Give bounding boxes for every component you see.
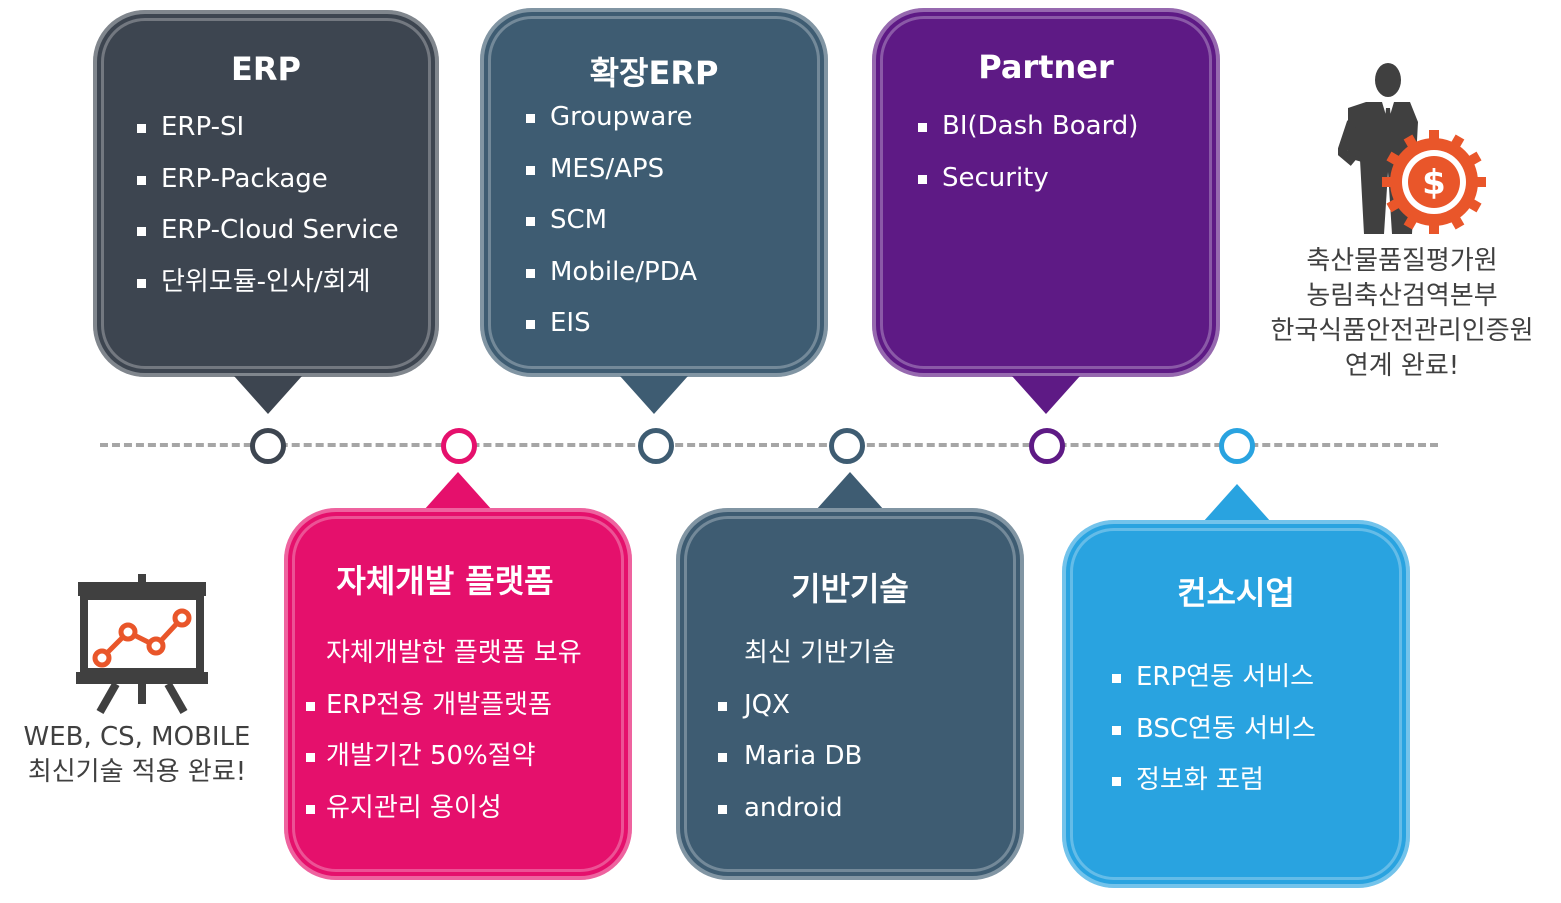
card-platform-title: 자체개발 플랫폼 [336, 562, 554, 600]
timeline-node-partner [1029, 428, 1065, 464]
card-platform-pointer [424, 472, 492, 510]
right-caption-line: 축산물품질평가원 [1306, 246, 1498, 276]
right-caption-line: 한국식품안전관리인증원 [1270, 316, 1534, 346]
timeline-node-erp [250, 428, 286, 464]
card-platform: 자체개발 플랫폼 자체개발한 플랫폼 보유 ERP전용 개발플랫폼 개발기간 5… [284, 508, 632, 880]
timeline-node-consulting [1219, 428, 1255, 464]
card-ext-erp-list: Groupware MES/APS SCM Mobile/PDA EIS [524, 92, 697, 350]
card-erp-list: ERP-SI ERP-Package ERP-Cloud Service 단위모… [135, 102, 399, 308]
timeline-line [100, 443, 1438, 447]
list-item: JQX [716, 680, 896, 732]
list-item: 유지관리 용이성 [304, 783, 582, 835]
svg-text:$: $ [1422, 163, 1446, 203]
card-partner-list: BI(Dash Board) Security [916, 101, 1138, 204]
right-caption-line: 연계 완료! [1344, 351, 1460, 381]
card-base-tech-pointer [816, 472, 884, 510]
left-caption-line: 최신기술 적용 완료! [27, 757, 247, 787]
card-consulting-pointer [1203, 484, 1271, 522]
left-caption: WEB, CS, MOBILE 최신기술 적용 완료! [12, 720, 262, 790]
list-item: android [716, 783, 896, 835]
list-item: SCM [524, 195, 697, 247]
card-consulting: 컨소시업 ERP연동 서비스 BSC연동 서비스 정보화 포럼 [1062, 520, 1410, 888]
card-partner-pointer [1012, 376, 1080, 414]
card-erp: ERP ERP-SI ERP-Package ERP-Cloud Service… [93, 10, 439, 377]
list-item: Security [916, 153, 1138, 205]
list-item: ERP-Cloud Service [135, 205, 399, 257]
card-ext-erp: 확장ERP Groupware MES/APS SCM Mobile/PDA E… [480, 8, 828, 377]
card-platform-intro: 자체개발한 플랫폼 보유 [326, 638, 582, 668]
list-item: BSC연동 서비스 [1110, 704, 1316, 756]
list-item: ERP전용 개발플랫폼 [304, 680, 582, 732]
list-item: Mobile/PDA [524, 247, 697, 299]
list-item: MES/APS [524, 144, 697, 196]
left-caption-line: WEB, CS, MOBILE [23, 722, 251, 752]
list-item: ERP-Package [135, 154, 399, 206]
right-caption-line: 농림축산검역본부 [1306, 281, 1498, 311]
card-ext-erp-pointer [620, 376, 688, 414]
card-consulting-title: 컨소시업 [1177, 574, 1295, 612]
card-base-tech-title: 기반기술 [791, 570, 909, 608]
list-item: ERP-SI [135, 102, 399, 154]
businessman-dollar-icon: $ [1338, 63, 1486, 234]
card-consulting-list: ERP연동 서비스 BSC연동 서비스 정보화 포럼 [1110, 652, 1316, 807]
right-caption: 축산물품질평가원 농림축산검역본부 한국식품안전관리인증원 연계 완료! [1252, 244, 1552, 384]
list-item: BI(Dash Board) [916, 101, 1138, 153]
card-ext-erp-title: 확장ERP [589, 54, 719, 92]
list-item: Groupware [524, 92, 697, 144]
card-base-tech-intro: 최신 기반기술 [744, 638, 896, 668]
timeline-node-platform [441, 428, 477, 464]
list-item: 정보화 포럼 [1110, 755, 1316, 807]
presentation-chart-icon [76, 574, 208, 714]
list-item: 개발기간 50%절약 [304, 731, 582, 783]
list-item: Maria DB [716, 731, 896, 783]
timeline-node-ext-erp [638, 428, 674, 464]
card-erp-title: ERP [231, 50, 301, 88]
card-platform-list: 자체개발한 플랫폼 보유 ERP전용 개발플랫폼 개발기간 50%절약 유지관리… [304, 628, 582, 834]
card-erp-pointer [234, 376, 302, 414]
list-item: ERP연동 서비스 [1110, 652, 1316, 704]
list-item: 단위모듈-인사/회계 [135, 257, 399, 309]
card-base-tech: 기반기술 최신 기반기술 JQX Maria DB android [676, 508, 1024, 880]
card-base-tech-list: 최신 기반기술 JQX Maria DB android [716, 628, 896, 834]
list-item: EIS [524, 298, 697, 350]
card-partner: Partner BI(Dash Board) Security [872, 8, 1220, 377]
timeline-node-base-tech [829, 428, 865, 464]
card-partner-title: Partner [978, 48, 1114, 86]
